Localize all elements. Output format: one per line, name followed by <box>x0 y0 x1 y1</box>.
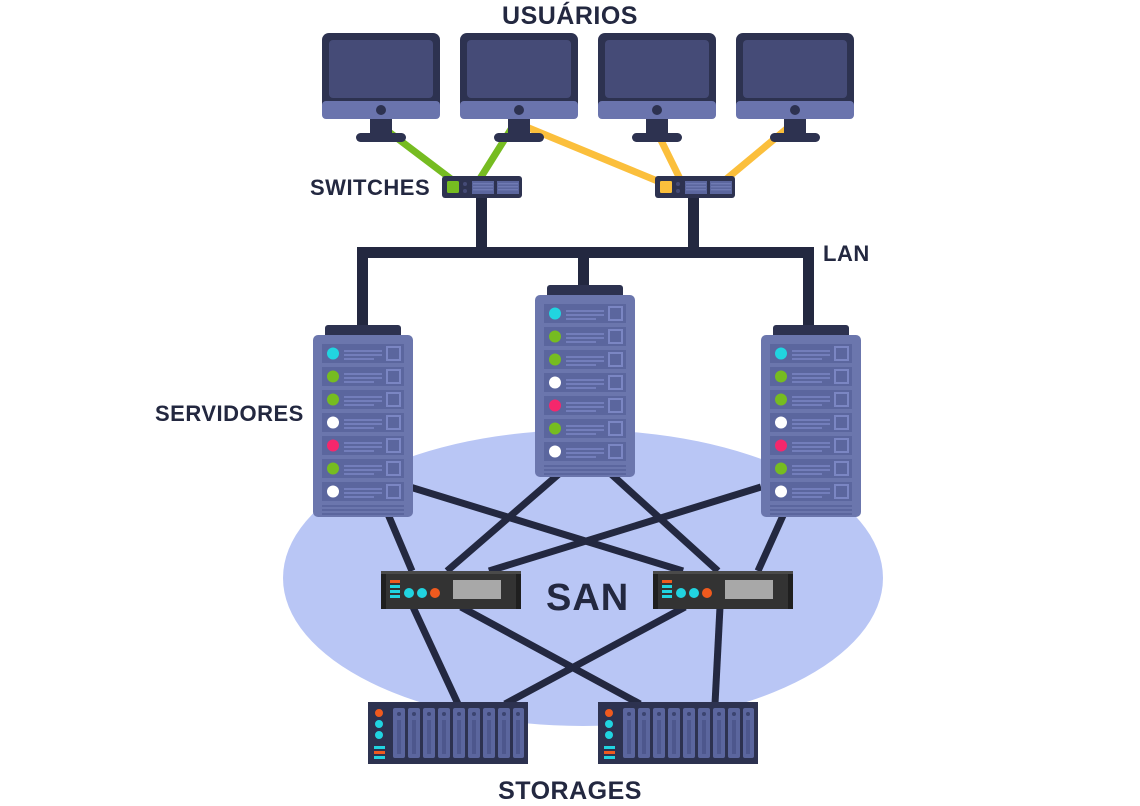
link-san-left-to-storage-right <box>459 603 642 708</box>
switch-left[interactable] <box>442 176 522 198</box>
san-fabric-links <box>378 470 794 708</box>
link-server-center-to-san-right <box>607 470 721 574</box>
switch-right-led <box>660 181 672 193</box>
switch-right[interactable] <box>655 176 735 198</box>
lan-drop-center <box>578 247 589 293</box>
lan-uplink-switch-right <box>688 196 699 253</box>
link-server-center-to-san-left <box>444 470 563 574</box>
server-right[interactable] <box>760 324 862 518</box>
link-server-left-to-san-right <box>408 483 685 575</box>
monitor-4[interactable] <box>736 33 854 142</box>
storage-right[interactable] <box>598 702 758 764</box>
san-switch-right[interactable] <box>653 571 793 609</box>
link-san-left-to-storage-left <box>409 605 462 706</box>
lan-uplink-switch-left <box>476 196 487 253</box>
label-san: SAN <box>546 577 630 619</box>
monitor-3[interactable] <box>598 33 716 142</box>
link-san-right-to-storage-right <box>711 606 724 705</box>
label-servidores: SERVIDORES <box>155 401 304 426</box>
link-san-right-to-storage-left <box>503 603 687 708</box>
server-left[interactable] <box>312 324 414 518</box>
lan-drop-left <box>357 247 368 339</box>
lan-bus <box>357 196 814 339</box>
storage-left[interactable] <box>368 702 528 764</box>
san-switch-left[interactable] <box>381 571 521 609</box>
label-usuarios: USUÁRIOS <box>502 2 638 30</box>
label-storages: STORAGES <box>498 777 642 805</box>
monitor-1[interactable] <box>322 33 440 142</box>
label-switches: SWITCHES <box>310 175 431 200</box>
server-center[interactable] <box>534 284 636 478</box>
monitor-2[interactable] <box>460 33 578 142</box>
link-server-right-to-san-left <box>487 483 763 575</box>
lan-drop-right <box>803 247 814 339</box>
cable-monitor-2-to-switch-right <box>520 122 676 191</box>
label-lan: LAN <box>823 241 870 266</box>
